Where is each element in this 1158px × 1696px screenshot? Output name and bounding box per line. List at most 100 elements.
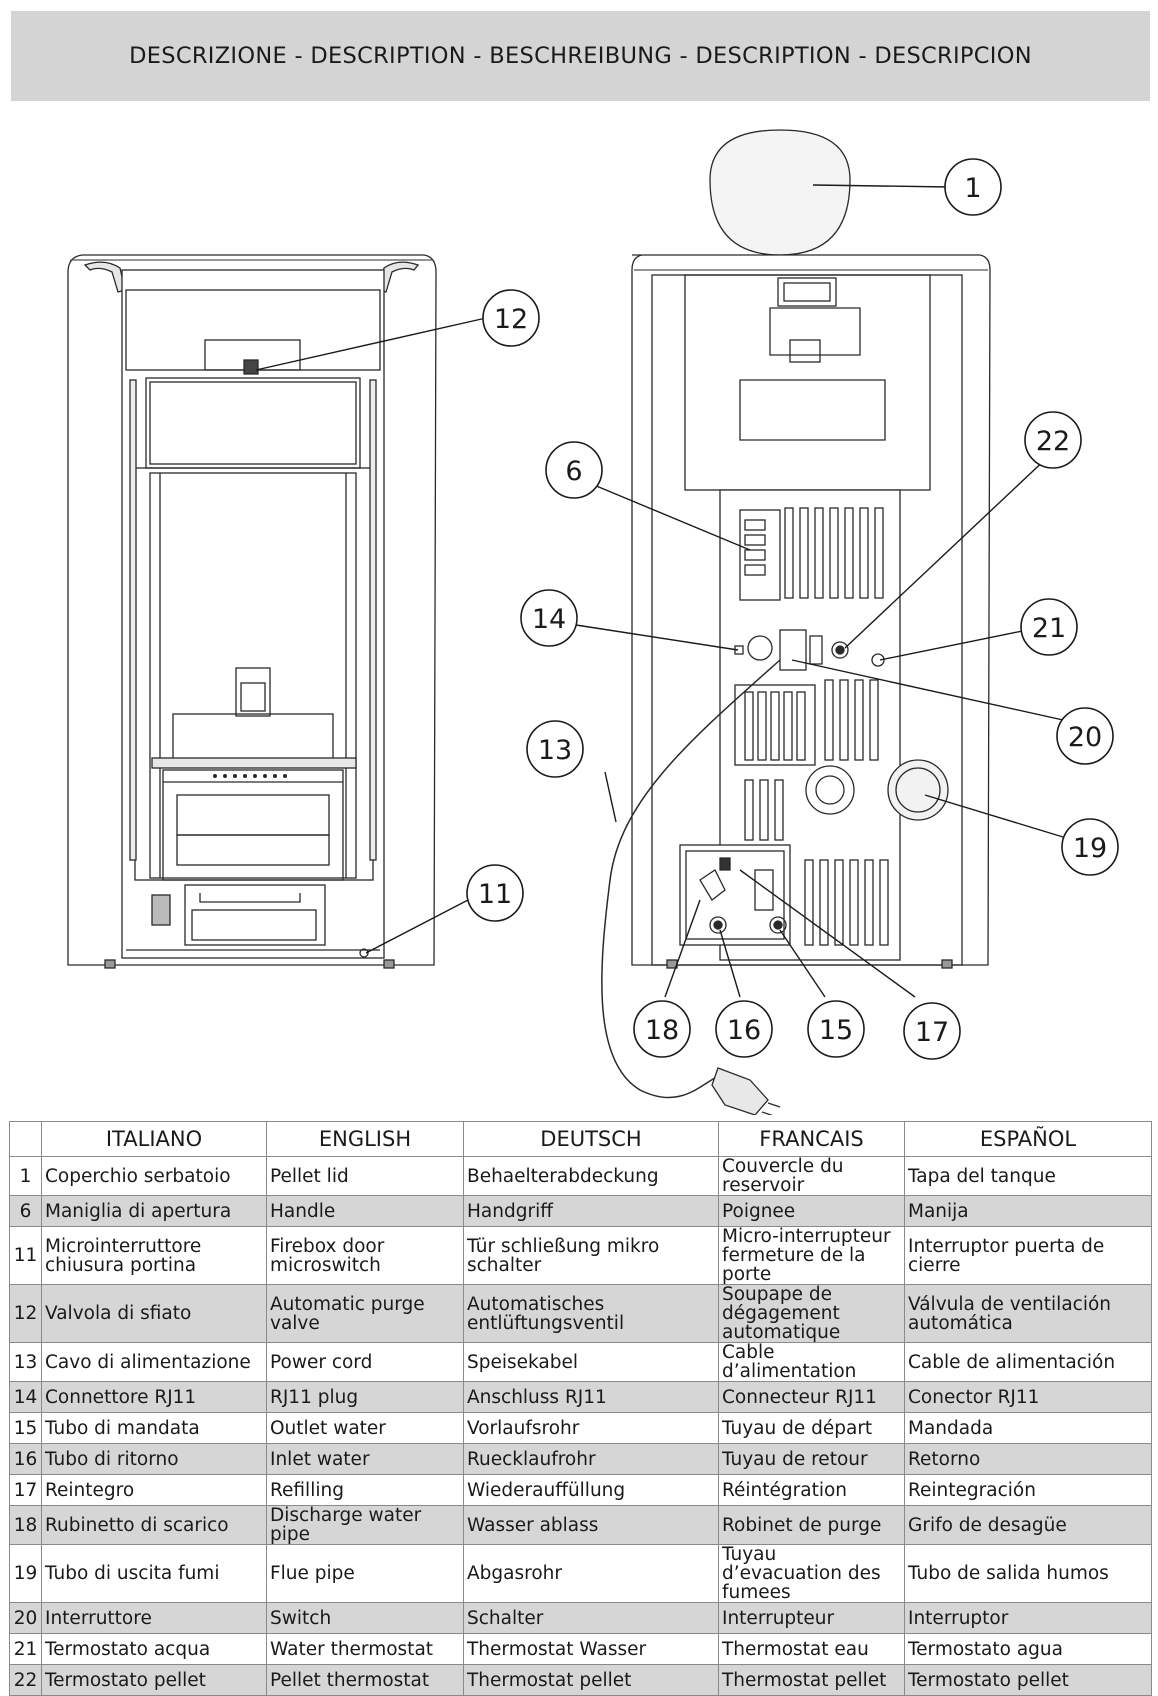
row-number: 18 bbox=[9, 1505, 42, 1545]
table-row: 15 Tubo di mandata Outlet water Vorlaufs… bbox=[9, 1412, 1152, 1444]
row-number: 16 bbox=[9, 1443, 42, 1475]
cell-it: Microinterruttore chiusura portina bbox=[41, 1226, 267, 1285]
page-title-text: DESCRIZIONE - DESCRIPTION - BESCHREIBUNG… bbox=[129, 43, 1032, 69]
col-deutsch: DEUTSCH bbox=[463, 1121, 719, 1157]
cell-de: Automatisches entlüftungsventil bbox=[463, 1284, 719, 1343]
back-view bbox=[601, 129, 991, 1115]
leader-lines bbox=[255, 184, 1064, 998]
cell-fr: Thermostat eau bbox=[718, 1633, 905, 1665]
table-row: 12 Valvola di sfiato Automatic purge val… bbox=[9, 1284, 1152, 1343]
table-row: 22 Termostato pellet Pellet thermostat T… bbox=[9, 1664, 1152, 1696]
svg-text:22: 22 bbox=[1036, 426, 1070, 457]
cell-fr: Couvercle du reservoir bbox=[718, 1156, 905, 1196]
cell-es: Conector RJ11 bbox=[904, 1381, 1152, 1413]
cell-de: Abgasrohr bbox=[463, 1544, 719, 1603]
front-view bbox=[67, 254, 437, 969]
row-number: 22 bbox=[9, 1664, 42, 1696]
cell-fr: Robinet de purge bbox=[718, 1505, 905, 1545]
cell-es: Manija bbox=[904, 1195, 1152, 1227]
cell-es: Termostato agua bbox=[904, 1633, 1152, 1665]
cell-it: Termostato pellet bbox=[41, 1664, 267, 1696]
callout-19: 19 bbox=[1061, 818, 1119, 876]
row-number: 6 bbox=[9, 1195, 42, 1227]
cell-es: Termostato pellet bbox=[904, 1664, 1152, 1696]
callout-17: 17 bbox=[903, 1002, 961, 1060]
cell-it: Interruttore bbox=[41, 1602, 267, 1634]
svg-text:11: 11 bbox=[478, 879, 512, 910]
table-row: 11 Microinterruttore chiusura portina Fi… bbox=[9, 1226, 1152, 1285]
cell-en: Handle bbox=[266, 1195, 464, 1227]
cell-es: Interruptor puerta de cierre bbox=[904, 1226, 1152, 1285]
page-title: DESCRIZIONE - DESCRIPTION - BESCHREIBUNG… bbox=[11, 11, 1150, 101]
cell-fr: Tuyau de départ bbox=[718, 1412, 905, 1444]
svg-text:20: 20 bbox=[1068, 722, 1102, 753]
cell-it: Cavo di alimentazione bbox=[41, 1342, 267, 1382]
callout-16: 16 bbox=[715, 1000, 773, 1058]
svg-text:13: 13 bbox=[538, 735, 572, 766]
cell-es: Tubo de salida humos bbox=[904, 1544, 1152, 1603]
table-row: 19 Tubo di uscita fumi Flue pipe Abgasro… bbox=[9, 1544, 1152, 1603]
svg-text:16: 16 bbox=[727, 1015, 761, 1046]
col-italiano: ITALIANO bbox=[41, 1121, 267, 1157]
cell-fr: Interrupteur bbox=[718, 1602, 905, 1634]
callout-11: 11 bbox=[466, 864, 524, 922]
cell-es: Interruptor bbox=[904, 1602, 1152, 1634]
cell-es: Tapa del tanque bbox=[904, 1156, 1152, 1196]
col-english: ENGLISH bbox=[266, 1121, 464, 1157]
cell-it: Tubo di uscita fumi bbox=[41, 1544, 267, 1603]
cell-it: Tubo di mandata bbox=[41, 1412, 267, 1444]
cell-es: Retorno bbox=[904, 1443, 1152, 1475]
cell-en: Refilling bbox=[266, 1474, 464, 1506]
cell-it: Valvola di sfiato bbox=[41, 1284, 267, 1343]
row-number: 21 bbox=[9, 1633, 42, 1665]
col-num bbox=[9, 1121, 42, 1157]
col-francais: FRANCAIS bbox=[718, 1121, 905, 1157]
callout-21: 21 bbox=[1020, 598, 1078, 656]
cell-fr: Thermostat pellet bbox=[718, 1664, 905, 1696]
cell-en: Outlet water bbox=[266, 1412, 464, 1444]
cell-fr: Connecteur RJ11 bbox=[718, 1381, 905, 1413]
cell-en: Discharge water pipe bbox=[266, 1505, 464, 1545]
cell-fr: Cable d’alimentation bbox=[718, 1342, 905, 1382]
table-row: 18 Rubinetto di scarico Discharge water … bbox=[9, 1505, 1152, 1545]
cell-de: Vorlaufsrohr bbox=[463, 1412, 719, 1444]
callout-15: 15 bbox=[807, 1000, 865, 1058]
cell-en: Flue pipe bbox=[266, 1544, 464, 1603]
svg-text:18: 18 bbox=[645, 1015, 679, 1046]
callout-13: 13 bbox=[526, 720, 584, 778]
col-espanol: ESPAÑOL bbox=[904, 1121, 1152, 1157]
cell-de: Thermostat pellet bbox=[463, 1664, 719, 1696]
svg-text:17: 17 bbox=[915, 1017, 949, 1048]
cell-it: Tubo di ritorno bbox=[41, 1443, 267, 1475]
cell-fr: Tuyau d’evacuation des fumees bbox=[718, 1544, 905, 1603]
cell-fr: Réintégration bbox=[718, 1474, 905, 1506]
cell-en: Pellet lid bbox=[266, 1156, 464, 1196]
table-row: 16 Tubo di ritorno Inlet water Ruecklauf… bbox=[9, 1443, 1152, 1475]
row-number: 1 bbox=[9, 1156, 42, 1196]
callout-18: 18 bbox=[633, 1000, 691, 1058]
row-number: 15 bbox=[9, 1412, 42, 1444]
cell-fr: Poignee bbox=[718, 1195, 905, 1227]
row-number: 19 bbox=[9, 1544, 42, 1603]
cell-es: Cable de alimentación bbox=[904, 1342, 1152, 1382]
legend-header-row: ITALIANO ENGLISH DEUTSCH FRANCAIS ESPAÑO… bbox=[9, 1121, 1152, 1157]
cell-it: Termostato acqua bbox=[41, 1633, 267, 1665]
svg-text:1: 1 bbox=[964, 173, 981, 204]
cell-es: Reintegración bbox=[904, 1474, 1152, 1506]
cell-fr: Soupape de dégagement automatique bbox=[718, 1284, 905, 1343]
table-row: 1 Coperchio serbatoio Pellet lid Behaelt… bbox=[9, 1156, 1152, 1196]
cell-de: Speisekabel bbox=[463, 1342, 719, 1382]
svg-text:14: 14 bbox=[532, 604, 566, 635]
cell-de: Ruecklaufrohr bbox=[463, 1443, 719, 1475]
cell-es: Válvula de ventilación automática bbox=[904, 1284, 1152, 1343]
cell-de: Schalter bbox=[463, 1602, 719, 1634]
cell-de: Thermostat Wasser bbox=[463, 1633, 719, 1665]
table-row: 17 Reintegro Refilling Wiederauffüllung … bbox=[9, 1474, 1152, 1506]
cell-fr: Tuyau de retour bbox=[718, 1443, 905, 1475]
svg-text:21: 21 bbox=[1032, 613, 1066, 644]
svg-text:6: 6 bbox=[565, 456, 582, 487]
callout-22: 22 bbox=[1024, 411, 1082, 469]
cell-en: Automatic purge valve bbox=[266, 1284, 464, 1343]
svg-text:19: 19 bbox=[1073, 833, 1107, 864]
cell-en: Switch bbox=[266, 1602, 464, 1634]
